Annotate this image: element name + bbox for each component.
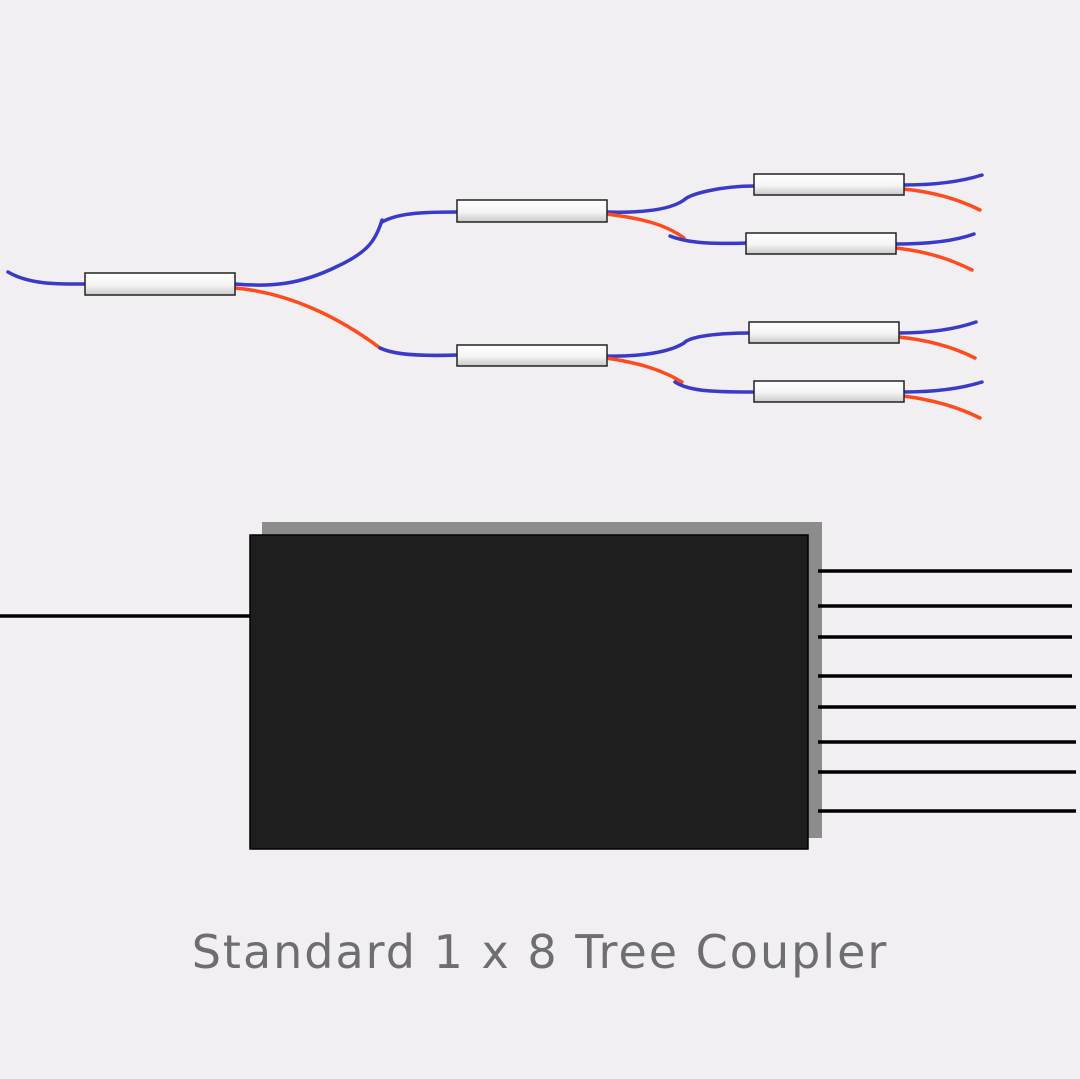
packaged-device xyxy=(0,522,1076,850)
output-fiber-5 xyxy=(896,320,978,335)
fiber-s3d-in xyxy=(673,380,756,394)
output-fiber-1 xyxy=(901,173,984,187)
coupler-stage-3-b xyxy=(745,232,897,255)
fiber-s2b-lower xyxy=(604,356,684,384)
input-fiber xyxy=(6,270,88,286)
fusion-couplers xyxy=(84,173,905,403)
fiber-s3b-in xyxy=(668,234,749,246)
output-fiber-3 xyxy=(894,232,976,246)
fiber-s2b-upper xyxy=(604,331,752,358)
coupler-stage-3-a xyxy=(753,173,905,196)
coupler-stage-3-d xyxy=(753,380,905,403)
output-fiber-2 xyxy=(901,187,982,212)
fiber-s2b-in xyxy=(378,346,460,358)
coupler-stage-1 xyxy=(84,272,236,296)
coupler-stage-2-upper xyxy=(456,199,608,223)
tree-schematic xyxy=(6,173,984,420)
coupler-diagram xyxy=(0,173,1076,850)
output-fiber-6 xyxy=(896,335,977,360)
output-fiber-7 xyxy=(901,380,984,394)
coupler-stage-2-lower xyxy=(456,344,608,367)
figure-caption: Standard 1 x 8 Tree Coupler xyxy=(191,925,889,979)
output-fiber-8 xyxy=(901,394,982,420)
output-fiber-4 xyxy=(894,246,974,272)
coupler-stage-3-c xyxy=(748,321,900,344)
fiber-s1-upper xyxy=(233,218,384,287)
fiber-s2a-lower xyxy=(604,212,686,240)
fiber-s2a-in xyxy=(380,210,460,224)
fiber-s2a-upper xyxy=(604,184,757,214)
fiber-s1-lower xyxy=(233,286,382,350)
device-body xyxy=(249,534,809,850)
output-leads xyxy=(818,569,1076,813)
